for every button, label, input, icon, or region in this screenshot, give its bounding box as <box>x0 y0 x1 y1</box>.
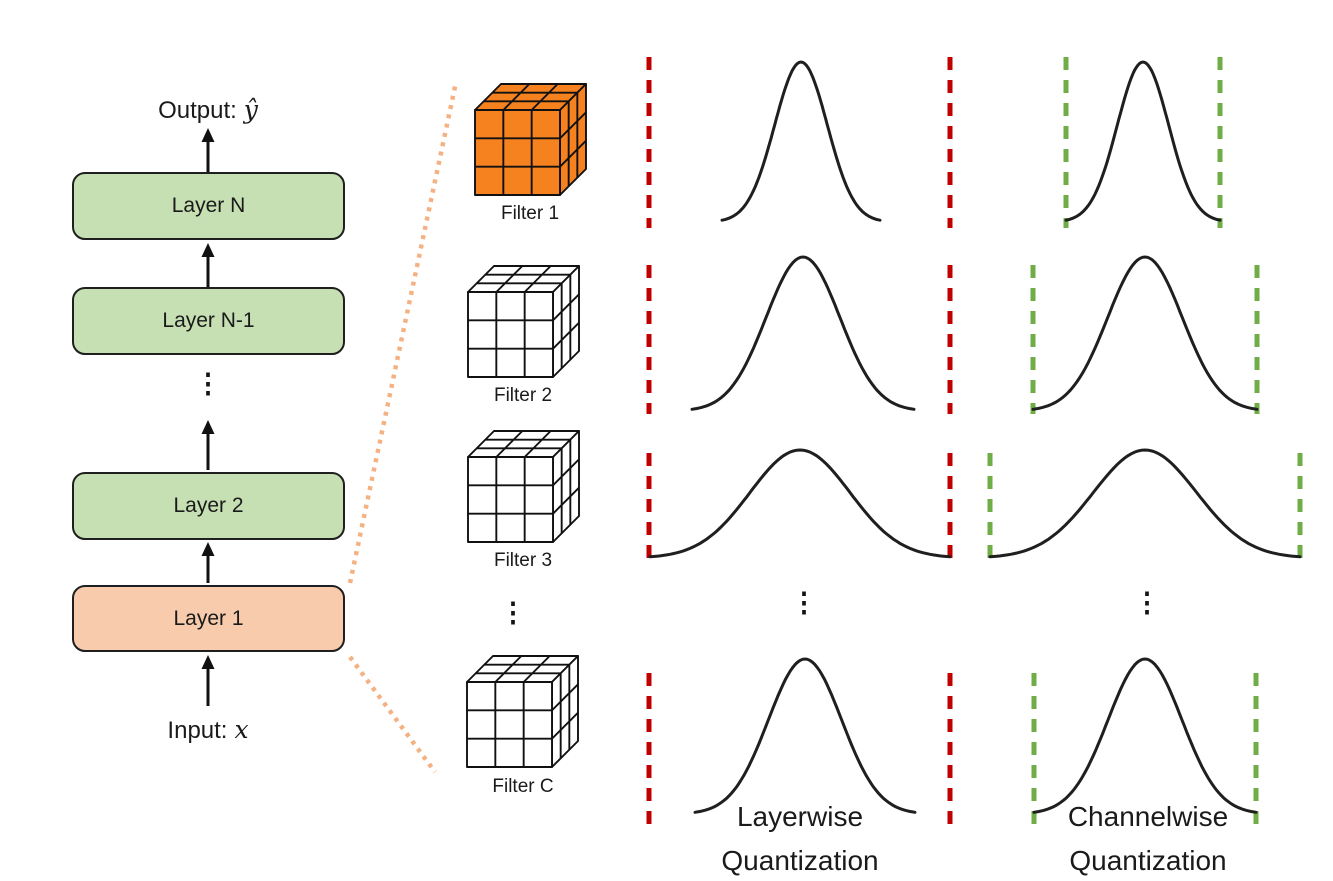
layerwise-caption-line1: Layerwise <box>736 801 864 832</box>
layerwise-caption: Layerwise Quantization <box>721 795 878 881</box>
layer-stack-ellipsis: ⋮ <box>194 368 222 399</box>
output-variable: ŷ <box>243 95 258 124</box>
input-label: Input:x <box>167 715 248 745</box>
output-label: Output:ŷ <box>158 95 258 125</box>
input-label-text: Input: <box>167 717 228 744</box>
layer-1-box: Layer 1 <box>72 585 345 652</box>
filter-cube-2 <box>467 265 580 378</box>
filter-3-label: Filter 3 <box>493 550 553 571</box>
layer-n-box: Layer N <box>72 172 345 240</box>
dotted-connector-line <box>348 655 437 774</box>
layer-n-label: Layer N <box>171 194 246 217</box>
filter-cube-3 <box>467 430 580 543</box>
weight-distribution-curve <box>648 448 952 559</box>
weight-distribution-curve <box>690 255 916 411</box>
layer-n1-label: Layer N-1 <box>162 309 255 332</box>
distribution-row-4 <box>646 657 1259 831</box>
up-arrow-head <box>201 655 215 669</box>
filter-list-ellipsis: ⋮ <box>499 597 527 628</box>
channelwise-caption-line2: Quantization <box>1069 845 1227 876</box>
filter-2-label: Filter 2 <box>493 385 553 406</box>
layer-1-label: Layer 1 <box>173 606 244 630</box>
filter-cubes <box>466 83 587 768</box>
layer-2-label: Layer 2 <box>173 494 244 517</box>
layerwise-caption-line2: Quantization <box>721 845 879 876</box>
weight-distribution-curve <box>1064 60 1222 222</box>
flow-arrows <box>201 128 215 706</box>
weight-distribution-curve <box>720 60 882 222</box>
layer-2-box: Layer 2 <box>72 472 345 540</box>
output-label-text: Output: <box>158 97 237 124</box>
channelwise-caption-line1: Channelwise <box>1067 801 1229 832</box>
up-arrow-head <box>201 128 215 142</box>
up-arrow-head <box>201 243 215 257</box>
dotted-connector-line <box>347 81 459 584</box>
distributions <box>646 57 1303 831</box>
weight-distribution-curve <box>988 448 1302 559</box>
filter-cube-1 <box>474 83 587 196</box>
up-arrow-head <box>201 542 215 556</box>
distribution-row-2 <box>646 255 1260 414</box>
filter-cube-c <box>466 655 579 768</box>
layer-n1-box: Layer N-1 <box>72 287 345 355</box>
channelwise-caption: Channelwise Quantization <box>1068 795 1228 881</box>
distribution-row-3 <box>646 448 1303 568</box>
weight-distribution-curve <box>1031 255 1259 411</box>
weight-distribution-curve <box>1032 657 1258 814</box>
input-variable: x <box>234 715 249 744</box>
distribution-row-1 <box>646 57 1223 228</box>
up-arrow-head <box>201 420 215 434</box>
filter-1-label: Filter 1 <box>500 203 560 224</box>
weight-distribution-curve <box>693 657 917 814</box>
filter-c-label: Filter C <box>492 776 554 797</box>
layerwise-ellipsis: ⋮ <box>790 587 818 618</box>
zoom-connectors <box>347 81 459 774</box>
channelwise-ellipsis: ⋮ <box>1133 587 1161 618</box>
